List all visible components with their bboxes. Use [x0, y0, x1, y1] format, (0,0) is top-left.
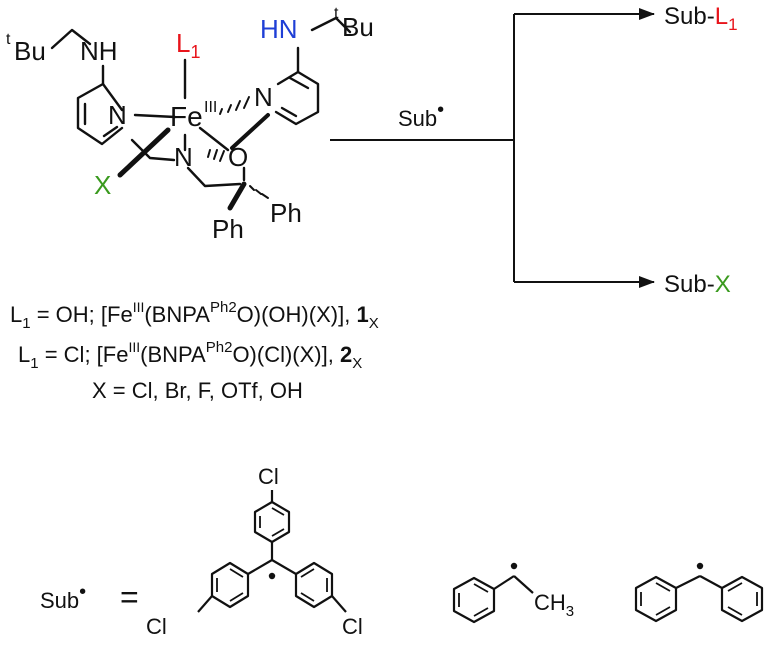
- ch-right-ring-bond: [699, 575, 723, 589]
- reaction-arrows: [330, 8, 655, 288]
- ch-ch3-bond: [513, 575, 534, 594]
- diphenyl-right-ring: [720, 575, 764, 623]
- complex-labels: t Bu NH L1 HN t Bu N Fe III N N O X Ph P…: [6, 5, 374, 244]
- n-ch2-left: [130, 138, 176, 162]
- trityl-cl-right: Cl: [342, 614, 363, 639]
- left-pyridine-n: N: [108, 100, 127, 130]
- sub-label: Sub•: [40, 581, 86, 613]
- trityl-cl-left: Cl: [146, 614, 167, 639]
- left-ring-ch-bond: [675, 575, 701, 589]
- diphenylmethyl-radical-dot: [696, 562, 704, 570]
- fe-o-bond: [198, 126, 230, 152]
- right-neopentyl-bond: [310, 16, 352, 34]
- reagent-label: Sub•: [398, 99, 444, 131]
- ch3-label: CH3: [534, 590, 574, 620]
- n-ch2-down: [186, 166, 242, 188]
- fe-pyn-hash: [219, 96, 250, 115]
- center-left-bond: [247, 559, 273, 575]
- n-o-hash: [207, 149, 225, 162]
- right-pyridine-ring: [274, 70, 320, 126]
- ph-left-label: Ph: [212, 214, 244, 244]
- l1-label: L1: [176, 28, 200, 62]
- left-neopentyl-bond: [50, 28, 92, 50]
- left-pyridine-inner: [83, 102, 119, 138]
- fe-label: Fe: [170, 101, 203, 132]
- legend-line-3: X = Cl, Br, F, OTf, OH: [92, 378, 303, 403]
- o-label: O: [228, 142, 248, 172]
- x-label: X: [94, 170, 111, 200]
- right-tbu-label: Bu: [342, 12, 374, 42]
- right-tbu-t: t: [334, 5, 339, 22]
- equals-sign: =: [120, 579, 139, 615]
- ph-hash-right: [249, 185, 269, 199]
- reagent-dot: •: [437, 99, 444, 121]
- left-pyridine-ring: [76, 82, 124, 146]
- right-pyridine-n: N: [254, 82, 273, 112]
- trityl-radical-dot: [268, 572, 276, 580]
- left-tbu-label: Bu: [14, 36, 46, 66]
- ph-right-label: Ph: [270, 198, 302, 228]
- legend-line-2: L1 = Cl; [FeIII(BNPAPh2O)(Cl)(X)], 2X: [18, 339, 362, 372]
- center-right-bond: [271, 559, 297, 575]
- diphenyl-left-ring: [634, 575, 678, 623]
- right-ring-cl-bond: [331, 595, 347, 613]
- ring-ch-bond: [493, 575, 515, 590]
- trityl-cl-top: Cl: [258, 464, 279, 489]
- phenylethyl-radical-dot: [510, 562, 518, 570]
- left-ring-cl-bond: [197, 595, 213, 613]
- diphenylmethyl-radical: [634, 575, 764, 623]
- legend-line-1: L1 = OH; [FeIII(BNPAPh2O)(OH)(X)], 1X: [10, 299, 379, 332]
- o-wedge-bond: [230, 113, 270, 150]
- amine-n: N: [174, 142, 193, 172]
- legend: L1 = OH; [FeIII(BNPAPh2O)(OH)(X)], 1X L1…: [10, 299, 379, 403]
- right-hn-label: HN: [260, 14, 298, 44]
- product-top: Sub-L1: [664, 3, 738, 34]
- right-pyridine-inner: [280, 76, 310, 118]
- fe-ox-state: III: [204, 99, 217, 116]
- l1-sub: 1: [190, 42, 200, 62]
- phenylethyl-radical: [452, 575, 534, 624]
- ph-wedge-left: [227, 181, 247, 211]
- product-bottom: Sub-X: [664, 271, 731, 298]
- iron-complex: [50, 16, 352, 211]
- left-ring-n-fe: [133, 113, 177, 119]
- tris-chlorophenyl-methyl: [197, 490, 347, 613]
- left-tbu-t: t: [6, 31, 11, 48]
- left-nh-label: NH: [80, 36, 118, 66]
